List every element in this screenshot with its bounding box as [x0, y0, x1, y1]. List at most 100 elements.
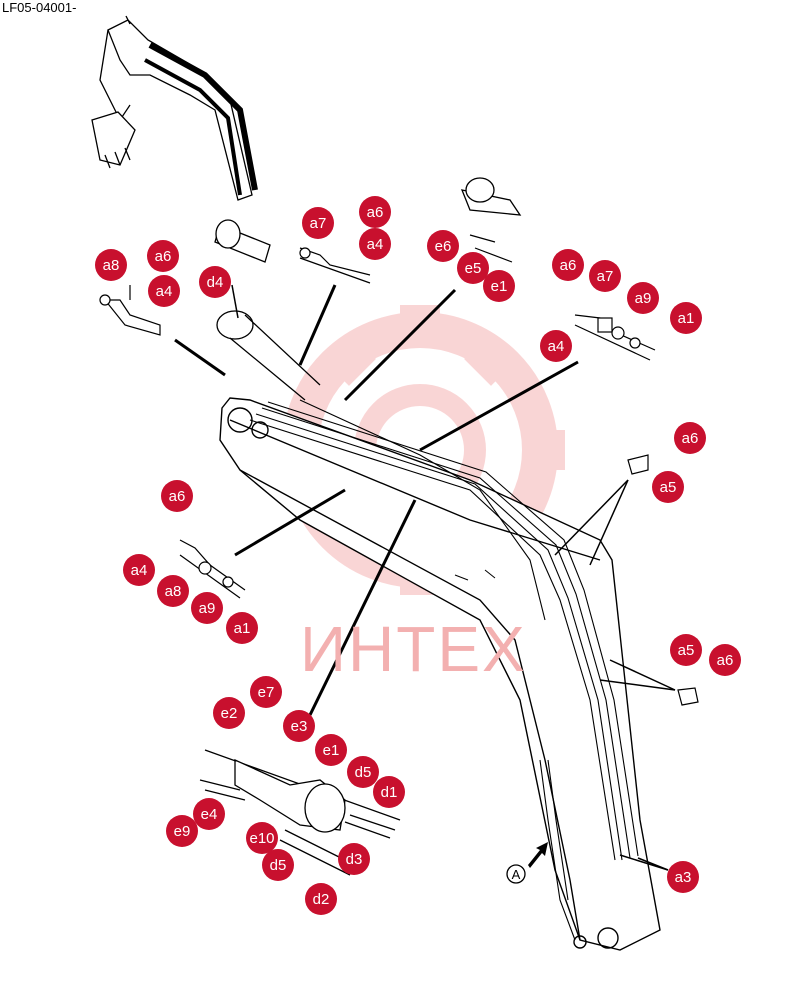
callout-a6: a6	[359, 196, 391, 228]
callout-label: a8	[103, 257, 120, 274]
callout-bubble	[347, 756, 379, 788]
cylinder-port-detail	[199, 749, 401, 876]
callout-bubble	[670, 302, 702, 334]
callout-e7: e7	[250, 676, 282, 708]
view-label: A	[512, 867, 521, 882]
callout-label: a6	[560, 257, 577, 274]
callout-d2: d2	[305, 883, 337, 915]
callout-label: e9	[174, 823, 191, 840]
callout-label: a5	[660, 479, 677, 496]
callout-label: e1	[323, 742, 340, 759]
callout-bubble	[457, 252, 489, 284]
document-code: LF05-04001-	[2, 0, 77, 15]
callout-label: a4	[548, 338, 565, 355]
callout-a3: a3	[667, 861, 699, 893]
callout-bubble	[302, 207, 334, 239]
callout-bubble	[262, 849, 294, 881]
callout-label: a4	[131, 562, 148, 579]
callout-a8: a8	[157, 575, 189, 607]
callout-label: a6	[682, 430, 699, 447]
callout-bubble	[148, 275, 180, 307]
callout-e1: e1	[483, 270, 515, 302]
callout-bubble	[674, 422, 706, 454]
callout-label: a1	[234, 620, 251, 637]
callout-bubble	[193, 798, 225, 830]
callout-e9: e9	[166, 815, 198, 847]
callout-a4: a4	[123, 554, 155, 586]
view-arrow-a: A	[506, 842, 548, 884]
callout-bubble	[191, 592, 223, 624]
callout-a5: a5	[670, 634, 702, 666]
excavator-overview-sketch	[91, 15, 258, 201]
callout-label: a7	[310, 215, 327, 232]
callout-e3: e3	[283, 710, 315, 742]
callout-label: a6	[169, 488, 186, 505]
callout-d4: d4	[199, 266, 231, 298]
callout-a4: a4	[359, 228, 391, 260]
callout-label: d2	[313, 891, 330, 908]
callout-label: a4	[367, 236, 384, 253]
callout-label: a9	[199, 600, 216, 617]
callout-a9: a9	[191, 592, 223, 624]
callout-label: a5	[678, 642, 695, 659]
callout-bubble	[147, 240, 179, 272]
callout-a4: a4	[540, 330, 572, 362]
callout-a4: a4	[148, 275, 180, 307]
callout-label: a6	[717, 652, 734, 669]
callout-bubble	[540, 330, 572, 362]
callout-bubble	[589, 260, 621, 292]
callout-a6: a6	[674, 422, 706, 454]
callout-a9: a9	[627, 282, 659, 314]
callout-bubble	[483, 270, 515, 302]
callout-bubble	[246, 822, 278, 854]
clamp-details	[99, 234, 699, 706]
callout-bubble	[709, 644, 741, 676]
callout-label: a9	[635, 290, 652, 307]
callout-a7: a7	[589, 260, 621, 292]
callout-a1: a1	[670, 302, 702, 334]
callout-label: a8	[165, 583, 182, 600]
callout-bubble	[213, 697, 245, 729]
callout-layer: a8 a6 a4 a7 a6 a4 e6 e5 e1 a6 a7 a9 a1 a4 d4 a6 a5 a6 a4 a8…	[95, 196, 741, 915]
callout-d3: d3	[338, 843, 370, 875]
callout-label: d4	[207, 274, 224, 291]
callout-label: e3	[291, 718, 308, 735]
callout-label: d5	[355, 764, 372, 781]
callout-bubble	[667, 861, 699, 893]
callout-label: a3	[675, 869, 692, 886]
callout-e4: e4	[193, 798, 225, 830]
callout-label: a4	[156, 283, 173, 300]
callout-a6: a6	[147, 240, 179, 272]
callout-bubble	[161, 480, 193, 512]
callout-bubble	[95, 249, 127, 281]
callout-label: a1	[678, 310, 695, 327]
callout-a6: a6	[709, 644, 741, 676]
callout-label: e1	[491, 278, 508, 295]
callout-bubble	[670, 634, 702, 666]
callout-bubble	[427, 230, 459, 262]
callout-e1: e1	[315, 734, 347, 766]
callout-e2: e2	[213, 697, 245, 729]
callout-e10: e10	[246, 822, 278, 854]
callout-label: e5	[465, 260, 482, 277]
callout-a8: a8	[95, 249, 127, 281]
callout-e5: e5	[457, 252, 489, 284]
callout-bubble	[373, 776, 405, 808]
callout-a6: a6	[161, 480, 193, 512]
callout-label: e4	[201, 806, 218, 823]
callout-label: d5	[270, 857, 287, 874]
callout-bubble	[305, 883, 337, 915]
callout-a7: a7	[302, 207, 334, 239]
callout-bubble	[283, 710, 315, 742]
callout-label: e10	[249, 830, 274, 847]
callout-label: d1	[381, 784, 398, 801]
boom-structure	[219, 397, 661, 951]
callout-bubble	[552, 249, 584, 281]
callout-bubble	[652, 471, 684, 503]
callout-bubble	[338, 843, 370, 875]
callout-label: a6	[155, 248, 172, 265]
callout-label: e6	[435, 238, 452, 255]
callout-bubble	[199, 266, 231, 298]
